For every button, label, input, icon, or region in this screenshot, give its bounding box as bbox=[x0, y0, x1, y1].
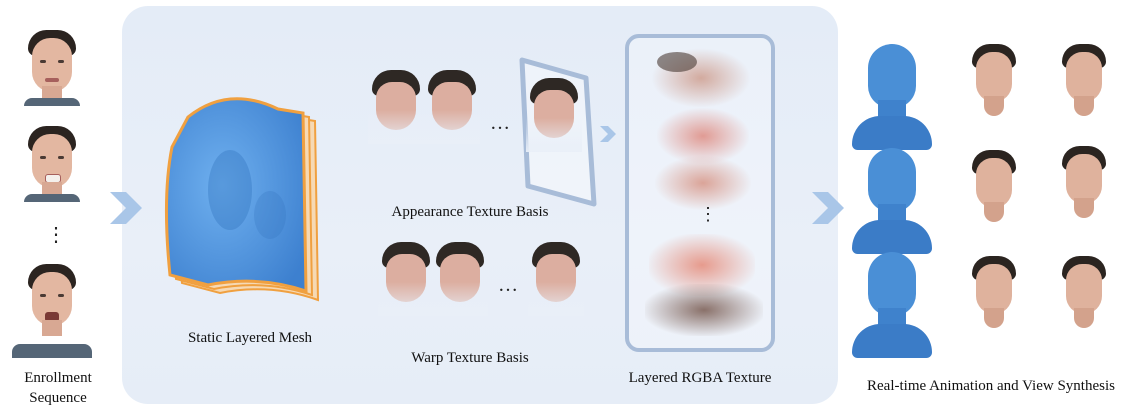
arrow-right-output-icon bbox=[812, 192, 844, 224]
enrollment-label: Enrollment bbox=[24, 370, 92, 386]
arrow-right-icon bbox=[110, 192, 142, 224]
appearance-texture-3 bbox=[526, 78, 582, 152]
rendered-face-4 bbox=[1056, 146, 1112, 222]
rendered-face-6 bbox=[1056, 256, 1112, 332]
enrollment-face-2 bbox=[22, 124, 82, 202]
avatar-bust-3 bbox=[852, 252, 932, 362]
rendered-face-2 bbox=[1056, 44, 1112, 120]
rendered-face-5 bbox=[966, 256, 1022, 332]
realtime-label: Real-time Animation and View Synthesis bbox=[867, 378, 1115, 394]
enrollment-face-3 bbox=[12, 262, 92, 358]
rendered-face-3 bbox=[966, 150, 1022, 226]
layered-mesh bbox=[164, 97, 320, 302]
appearance-ellipsis: … bbox=[490, 112, 510, 134]
rgba-texture-label: Layered RGBA Texture bbox=[628, 370, 772, 386]
appearance-texture-1 bbox=[368, 70, 424, 144]
sequence-label: Sequence bbox=[29, 390, 87, 406]
warp-texture-3 bbox=[528, 242, 584, 316]
enrollment-face-1 bbox=[22, 28, 82, 106]
rgba-ellipsis: ⋮ bbox=[699, 204, 717, 224]
rendered-face-1 bbox=[966, 44, 1022, 120]
static-mesh-label: Static Layered Mesh bbox=[187, 330, 313, 346]
warp-texture-1 bbox=[378, 242, 434, 316]
enrollment-ellipsis: ⋮ bbox=[46, 224, 66, 246]
layered-rgba-frame: ⋮ bbox=[625, 34, 775, 352]
appearance-texture-2 bbox=[424, 70, 480, 144]
warp-texture-2 bbox=[432, 242, 488, 316]
warp-ellipsis: … bbox=[498, 274, 518, 296]
warp-basis-label: Warp Texture Basis bbox=[411, 350, 529, 366]
arrow-right-small-icon bbox=[600, 126, 616, 142]
avatar-bust-2 bbox=[852, 148, 932, 258]
appearance-basis-label: Appearance Texture Basis bbox=[391, 204, 549, 220]
avatar-bust-1 bbox=[852, 44, 932, 154]
